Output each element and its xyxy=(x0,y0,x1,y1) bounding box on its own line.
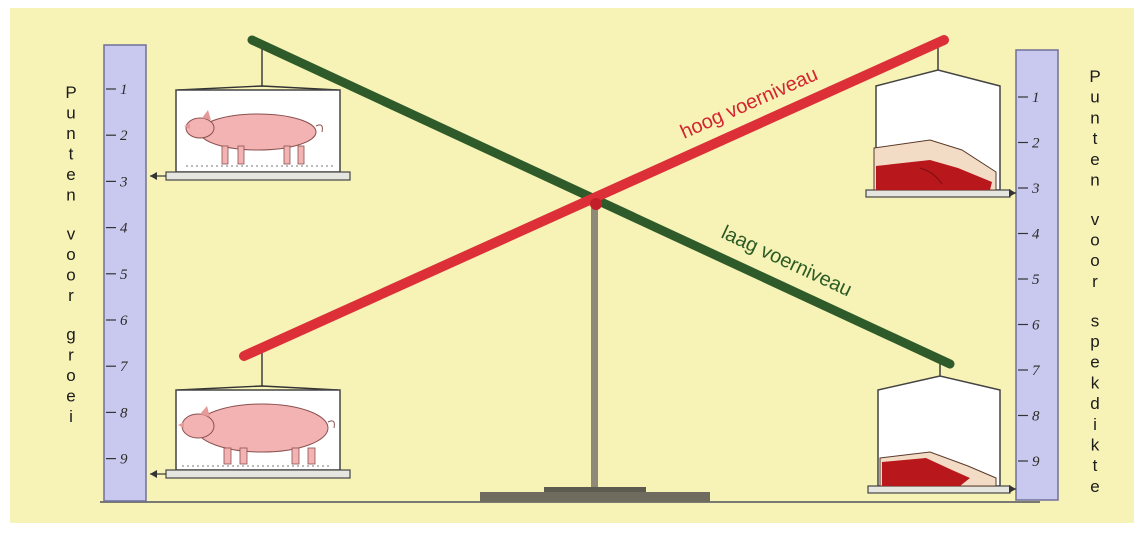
axis-caption-letter: o xyxy=(66,265,75,284)
scale-number: 5 xyxy=(120,267,128,283)
axis-caption-letter: n xyxy=(66,124,75,143)
scale-number: 3 xyxy=(119,174,128,190)
axis-caption-letter: r xyxy=(68,286,74,305)
axis-caption-letter: g xyxy=(66,325,75,344)
axis-caption-letter: s xyxy=(1091,311,1100,330)
axis-caption-letter: o xyxy=(1090,251,1099,270)
scale-number: 1 xyxy=(120,82,128,98)
scale-number: 8 xyxy=(120,405,128,421)
axis-caption-letter: d xyxy=(1090,394,1099,413)
axis-caption-letter: k xyxy=(1091,373,1100,392)
scale-number: 6 xyxy=(1032,318,1040,334)
axis-caption-letter: o xyxy=(66,245,75,264)
axis-caption-letter: r xyxy=(68,345,74,364)
axis-caption-letter: e xyxy=(1090,353,1099,372)
scale-number: 9 xyxy=(1032,454,1040,470)
axis-caption-letter: e xyxy=(66,386,75,405)
axis-caption-letter: n xyxy=(1090,171,1099,190)
scale-number: 3 xyxy=(1031,181,1040,197)
scale-number: 5 xyxy=(1032,272,1040,288)
axis-caption-letter: i xyxy=(69,407,73,426)
axis-caption-letter: v xyxy=(67,224,76,243)
scale-number: 1 xyxy=(1032,90,1040,106)
scale-number: 4 xyxy=(1032,227,1040,243)
axis-caption-letter: t xyxy=(69,145,74,164)
axis-caption-letter: o xyxy=(66,366,75,385)
scale-number: 4 xyxy=(120,221,128,237)
scale-number: 2 xyxy=(1032,136,1040,152)
axis-caption-letter: t xyxy=(1093,456,1098,475)
axis-caption-letter: n xyxy=(1090,108,1099,127)
axis-caption-letter: v xyxy=(1091,210,1100,229)
axis-caption-letter: P xyxy=(1089,67,1100,86)
axis-caption-letter: r xyxy=(1092,272,1098,291)
axis-caption-letter: e xyxy=(1090,477,1099,496)
axis-caption-letter: i xyxy=(1093,415,1097,434)
axis-caption-letter: u xyxy=(66,104,75,123)
scale-number: 2 xyxy=(120,128,128,144)
axis-caption-letter: e xyxy=(66,165,75,184)
axis-caption-letter: p xyxy=(1090,332,1099,351)
axis-caption-letter: t xyxy=(1093,129,1098,148)
scale-number: 8 xyxy=(1032,409,1040,425)
scale-number: 9 xyxy=(120,452,128,468)
axis-caption-letter: u xyxy=(1090,88,1099,107)
axis-caption-letter: P xyxy=(65,83,76,102)
axis-caption-letter: e xyxy=(1090,150,1099,169)
axis-caption-letter: k xyxy=(1091,435,1100,454)
axis-caption-letter: o xyxy=(1090,231,1099,250)
axis-caption-letter: n xyxy=(66,186,75,205)
scale-number: 6 xyxy=(120,313,128,329)
pivot-point xyxy=(590,198,602,210)
